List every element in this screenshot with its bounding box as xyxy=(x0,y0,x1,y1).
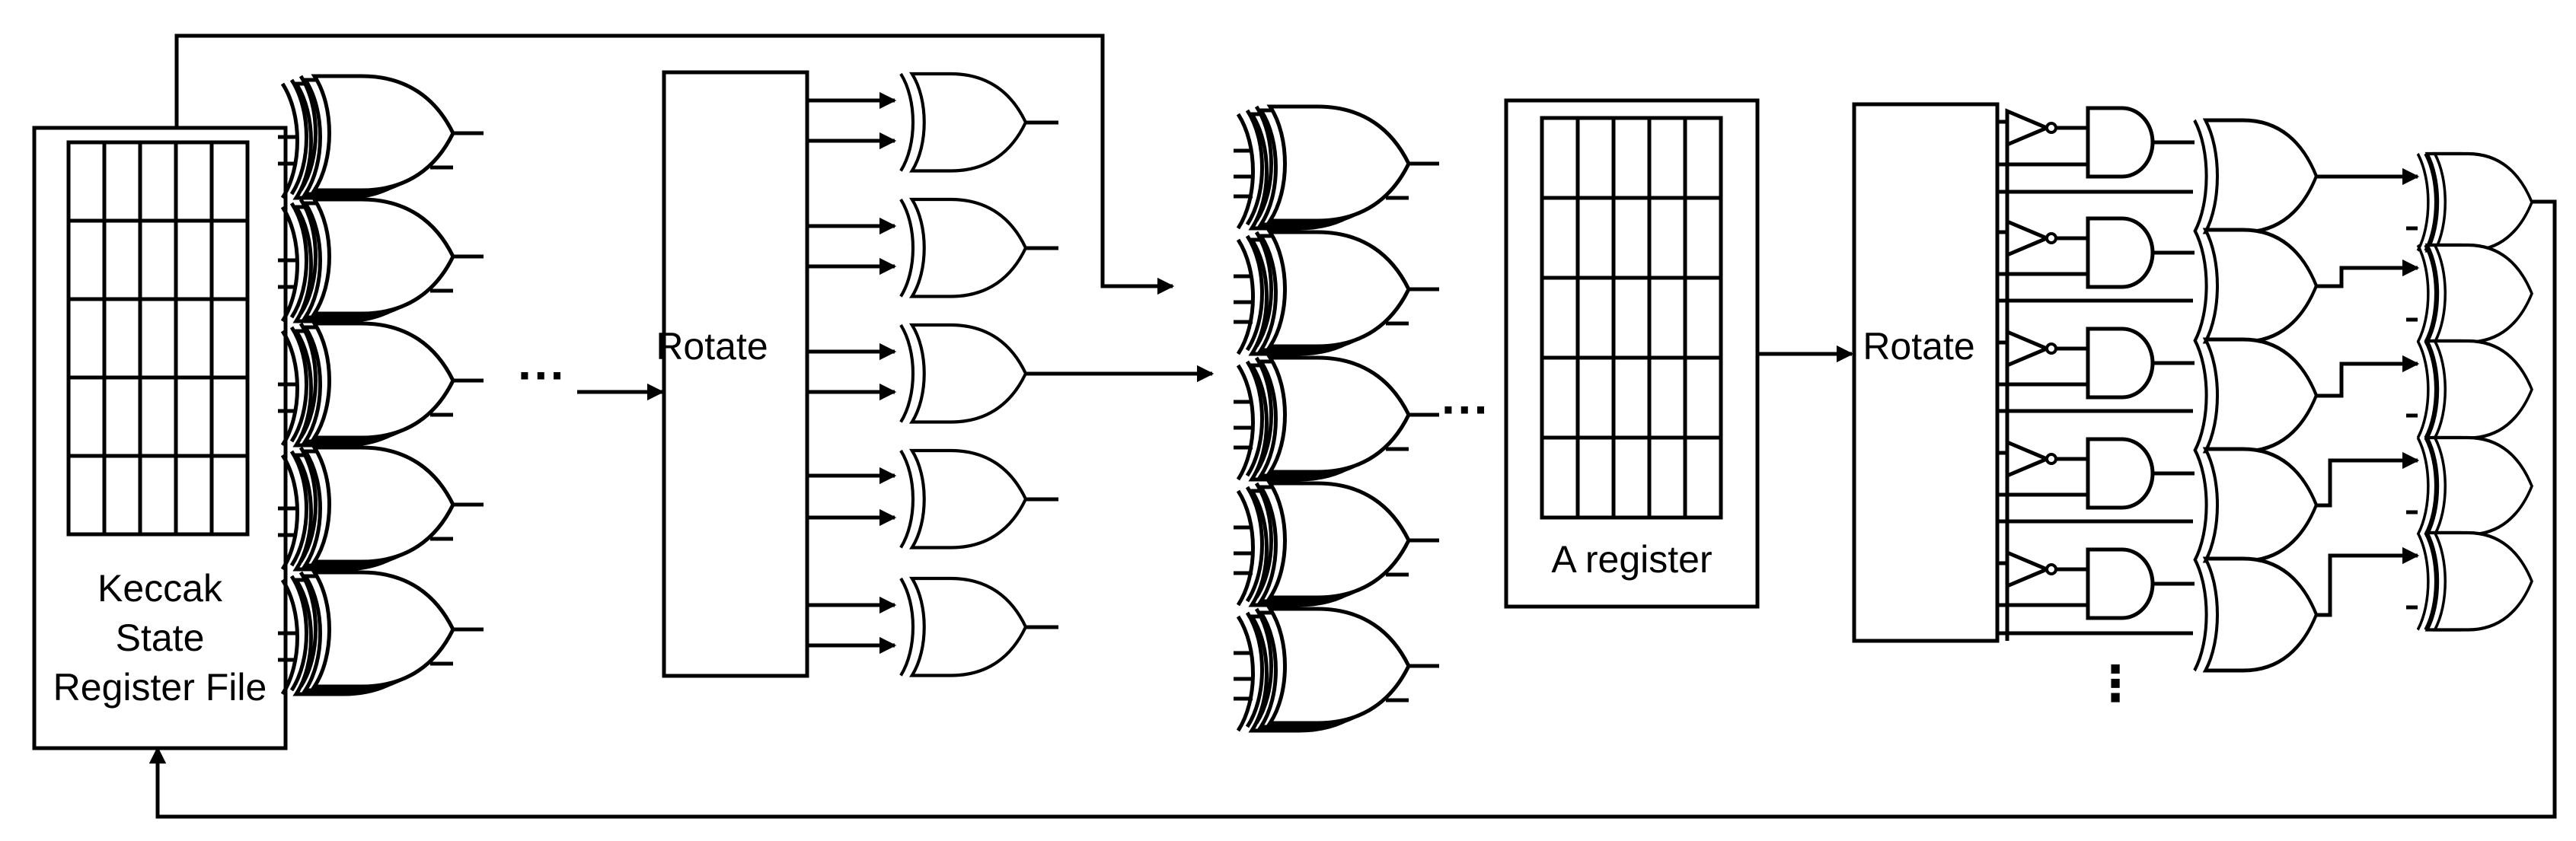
xor-gate xyxy=(1234,107,1439,228)
xor-gate xyxy=(901,451,1026,548)
not-gate xyxy=(2007,111,2056,145)
rotate-1-xor-gates xyxy=(901,74,1026,676)
rotate-1-output-wires xyxy=(807,91,897,655)
xor-gate xyxy=(2195,339,2316,451)
xor-gate xyxy=(2195,230,2316,342)
ellipsis-after-xor-column: ··· xyxy=(1441,382,1490,437)
state-grid xyxy=(66,140,250,537)
final-xor-column xyxy=(2406,154,2532,630)
chi-stage: ⋮ xyxy=(1997,108,2316,711)
xor-gate xyxy=(2418,154,2532,251)
rotate-block-1: Rotate xyxy=(656,70,809,678)
and-gate xyxy=(2088,329,2153,397)
not-gate xyxy=(2007,553,2056,586)
theta-xor-column xyxy=(278,76,484,694)
and-gate xyxy=(2088,550,2153,618)
xor-gate xyxy=(1234,358,1439,479)
xor-gate xyxy=(901,325,1026,422)
rotate-1-xor-outputs xyxy=(1026,120,1215,629)
xor-gate xyxy=(901,74,1026,171)
xor-column-2 xyxy=(1234,107,1439,731)
a-register: A register xyxy=(1504,98,1760,609)
keccak-state-register-file: Keccak State Register File xyxy=(32,126,288,750)
a-register-label: A register xyxy=(1551,538,1712,581)
xor-gate xyxy=(901,578,1026,676)
xor-gate xyxy=(2195,559,2316,671)
and-gate xyxy=(2088,439,2153,508)
xor-gate xyxy=(2418,533,2532,630)
state-label-line1: Keccak xyxy=(97,567,223,610)
rotate-block-2: Rotate xyxy=(1852,102,2000,643)
xor-gate xyxy=(278,323,484,445)
xor-gate xyxy=(1234,232,1439,354)
feedback-wire-top xyxy=(174,33,1175,295)
xor-gate xyxy=(2418,438,2532,535)
not-gate xyxy=(2007,332,2056,365)
not-gate xyxy=(2007,221,2056,255)
xor-gate xyxy=(278,76,484,198)
xor-gate xyxy=(1234,483,1439,605)
xor-gate xyxy=(278,199,484,321)
xor-gate xyxy=(278,572,484,694)
xor-gate xyxy=(2195,120,2316,232)
feedback-wire-bottom xyxy=(148,199,2557,819)
ellipsis-after-theta: ··· xyxy=(518,348,567,403)
chi-output-wires xyxy=(2316,167,2420,617)
state-label-line2: State xyxy=(116,616,205,659)
state-label-line3: Register File xyxy=(53,666,267,709)
a-register-grid xyxy=(1540,116,1723,520)
and-gate xyxy=(2088,218,2153,287)
xor-gate xyxy=(2418,341,2532,438)
and-gate xyxy=(2088,108,2153,177)
xor-gate xyxy=(278,448,484,569)
xor-gate xyxy=(2195,449,2316,561)
xor-gate xyxy=(2418,245,2532,342)
xor-gate xyxy=(901,199,1026,297)
rotate-label-1: Rotate xyxy=(656,325,768,368)
rotate-label-2: Rotate xyxy=(1863,325,1974,368)
ellipsis-below-chi: ⋮ xyxy=(2091,656,2140,711)
xor-gate xyxy=(1234,609,1439,731)
not-gate xyxy=(2007,442,2056,476)
